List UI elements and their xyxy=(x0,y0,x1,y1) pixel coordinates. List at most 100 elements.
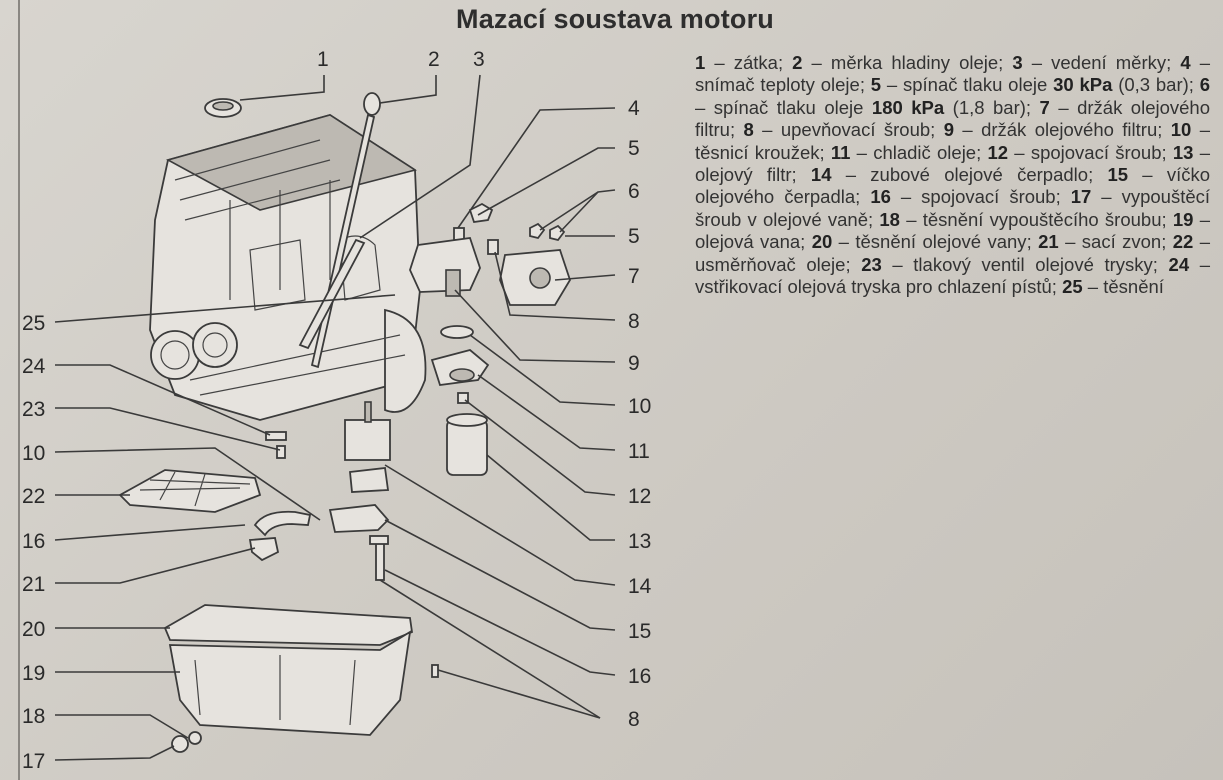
label-19: 19 xyxy=(22,662,45,685)
legend-item: 3 – vedení měrky; xyxy=(1012,52,1181,73)
legend-number: 19 xyxy=(1172,208,1194,230)
legend-item: 14 – zubové olejové čerpadlo; xyxy=(810,164,1108,186)
legend-number: 15 xyxy=(1107,164,1129,186)
pickup-tube xyxy=(253,510,312,537)
legend-number: 23 xyxy=(861,253,882,275)
legend-number: 11 xyxy=(830,141,851,163)
legend-item: 22 – usměrňovač oleje; xyxy=(695,231,1211,275)
legend-item: 20 – těsnění olejové vany; xyxy=(811,231,1039,253)
legend-item: 2 – měrka hladiny oleje; xyxy=(792,52,1013,73)
drain-seal xyxy=(188,731,202,745)
label-4: 4 xyxy=(628,97,640,120)
legend-item: 10 – těsnicí kroužek; xyxy=(695,119,1211,163)
legend-text: vstřikovací olejová tryska pro chlazení … xyxy=(695,276,1052,298)
legend-text: těsnicí kroužek xyxy=(695,141,820,163)
legend-text: spojovací šroub xyxy=(921,186,1056,208)
bolt-8b xyxy=(431,664,439,678)
page-border xyxy=(18,0,20,780)
legend-text: těsnění xyxy=(1103,276,1164,298)
label-23: 23 xyxy=(22,398,45,421)
oil-cooler xyxy=(430,349,490,386)
label-13: 13 xyxy=(628,530,651,553)
seal-ring-10 xyxy=(440,325,474,339)
legend-number: 7 xyxy=(1039,96,1050,118)
label-7: 7 xyxy=(628,265,640,288)
label-16b: 16 xyxy=(22,530,45,553)
legend-text: olejová vana xyxy=(695,231,801,253)
legend-number: 9 xyxy=(943,119,954,141)
oil-pump xyxy=(344,401,391,493)
screw-12 xyxy=(457,392,469,404)
label-15: 15 xyxy=(628,620,651,643)
legend-item: 5 – spínač tlaku oleje 30 kPa (0,3 bar); xyxy=(870,74,1200,96)
bolt-8a xyxy=(487,239,499,255)
label-8b: 8 xyxy=(628,708,640,731)
legend-item: 16 – spojovací šroub; xyxy=(870,186,1071,208)
legend-number: 13 xyxy=(1172,141,1194,163)
pressure-switch-30 xyxy=(529,222,546,240)
page-title: Mazací soustava motoru xyxy=(456,4,774,34)
dipstick-guide xyxy=(298,238,366,350)
legend-text: těsnění vypouštěcího šroubu xyxy=(922,208,1162,230)
legend-item: 17 – vypouštěcí šroub v olejové vaně; xyxy=(695,186,1211,230)
legend-item: 8 – upevňovací šroub; xyxy=(743,119,944,141)
legend-item: 9 – držák olejového filtru; xyxy=(943,119,1171,141)
legend-number: 16 xyxy=(870,186,891,208)
label-25: 25 xyxy=(22,312,45,335)
label-5b: 5 xyxy=(628,225,640,248)
pressure-valve xyxy=(276,445,286,459)
legend-number: 10 xyxy=(1170,119,1192,141)
legend-number: 3 xyxy=(1012,52,1023,73)
legend-text: spínač tlaku oleje xyxy=(713,96,864,118)
label-21: 21 xyxy=(22,573,45,596)
engine-block xyxy=(149,114,427,421)
legend-item: 6 – spínač tlaku oleje 180 kPa (1,8 bar)… xyxy=(695,74,1211,118)
legend-text: usměrňovač oleje xyxy=(695,253,846,275)
pump-cover xyxy=(328,504,390,533)
label-8a: 8 xyxy=(628,310,640,333)
label-14: 14 xyxy=(628,575,652,598)
legend-text: vedení měrky xyxy=(1051,52,1167,73)
filter-bracket-9 xyxy=(409,237,481,297)
legend-number: 14 xyxy=(810,164,832,186)
legend-number: 22 xyxy=(1172,231,1194,253)
label-12: 12 xyxy=(628,485,651,508)
drain-plug xyxy=(171,735,189,753)
legend-item: 19 – olejová vana; xyxy=(695,208,1210,253)
legend-item: 11 – chladič oleje; xyxy=(830,141,988,163)
oil-filter xyxy=(446,413,488,476)
legend-number: 1 xyxy=(695,52,706,73)
legend-item: 7 – držák olejového filtru; xyxy=(695,96,1211,141)
label-18: 18 xyxy=(22,705,45,728)
legend-number: 4 xyxy=(1180,52,1191,73)
label-11: 11 xyxy=(628,440,650,463)
legend-item: 21 – sací zvon; xyxy=(1038,231,1173,253)
plug-part xyxy=(204,98,242,118)
label-5a: 5 xyxy=(628,137,640,160)
legend-number: 2 xyxy=(792,52,803,73)
legend-extra: (0,3 bar) xyxy=(1118,74,1189,96)
label-20: 20 xyxy=(22,618,45,641)
legend-number: 8 xyxy=(743,119,754,141)
legend-text: těsnění olejové vany xyxy=(855,231,1027,253)
legend-item: 15 – víčko olejového čerpadla; xyxy=(695,164,1211,208)
pan-gasket xyxy=(163,604,413,646)
label-24: 24 xyxy=(22,355,46,378)
suction-bell xyxy=(248,537,280,562)
legend-item: 24 – vstřikovací olejová tryska pro chla… xyxy=(695,253,1210,298)
legend-extra: (1,8 bar) xyxy=(952,96,1026,118)
legend-item: 25 – těsnění xyxy=(1062,276,1164,298)
legend-text: tlakový ventil olejové trysky xyxy=(913,253,1153,275)
legend-text: měrka hladiny oleje xyxy=(830,52,999,73)
label-6: 6 xyxy=(628,180,640,203)
legend-item: 13 – olejový filtr; xyxy=(695,141,1210,186)
legend-number: 17 xyxy=(1070,186,1092,208)
callout-numbers: 1 2 3 4 5 6 5 7 8 9 10 11 12 13 14 15 16… xyxy=(22,48,652,773)
legend-value: 30 kPa xyxy=(1053,74,1113,96)
label-2: 2 xyxy=(428,48,440,71)
oil-pan xyxy=(168,630,412,736)
legend-text: snímač teploty oleje xyxy=(695,74,860,96)
legend-text: zátka xyxy=(733,52,778,73)
